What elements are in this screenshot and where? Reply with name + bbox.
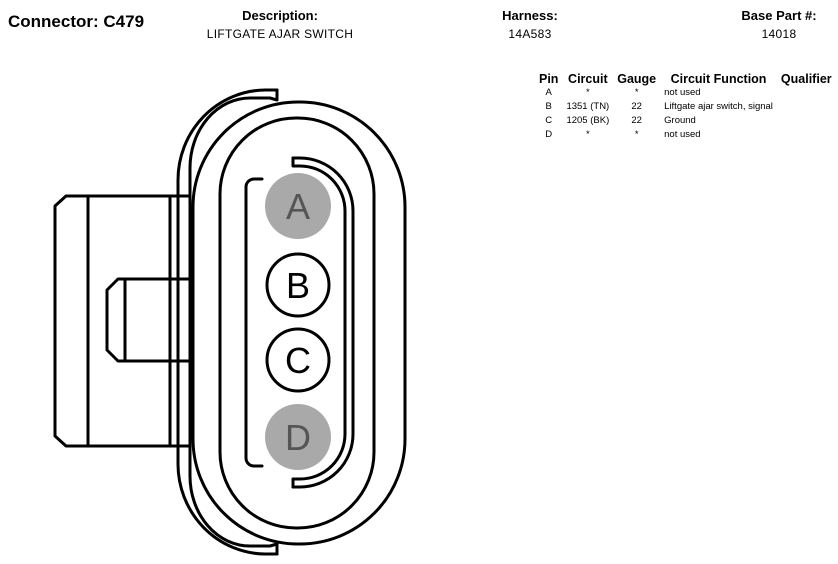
function-cell: not used	[664, 87, 701, 98]
col-circuit: Circuit	[568, 72, 608, 86]
description-value: LIFTGATE AJAR SWITCH	[206, 27, 354, 41]
harness-block: Harness: 14A583	[480, 8, 580, 41]
col-pin: Pin	[539, 72, 559, 86]
pin-c-circle	[265, 327, 331, 393]
circuit-cell: 1205 (BK)	[566, 115, 610, 126]
pin-d-circle	[265, 404, 331, 470]
base-part-label: Base Part #:	[741, 8, 817, 23]
pin-cell: C	[545, 115, 553, 126]
pin-c: C	[265, 327, 331, 393]
description-block: Description: LIFTGATE AJAR SWITCH	[200, 8, 360, 41]
gauge-cell: *	[634, 129, 639, 140]
table-row: D * * not used	[535, 128, 836, 142]
pin-cell: B	[545, 101, 552, 112]
pin-d: D	[265, 404, 331, 470]
connector-lock-tab	[53, 194, 192, 448]
pin-c-label: C	[285, 340, 311, 381]
connector-outer-shell	[176, 88, 407, 556]
function-cell: Ground	[664, 115, 696, 126]
harness-value: 14A583	[508, 27, 552, 41]
circuit-cell: *	[585, 87, 590, 98]
gauge-cell: *	[634, 87, 639, 98]
col-gauge: Gauge	[617, 72, 657, 86]
pin-table: Pin Circuit Gauge Circuit Function Quali…	[535, 72, 836, 142]
col-circuit-function: Circuit Function	[670, 72, 767, 86]
circuit-cell: *	[585, 129, 590, 140]
function-cell: not used	[664, 129, 701, 140]
pin-a-label: A	[286, 186, 310, 227]
table-row: A * * not used	[535, 86, 836, 100]
harness-label: Harness:	[502, 8, 558, 23]
pin-table-header-row: Pin Circuit Gauge Circuit Function Quali…	[535, 72, 836, 86]
pin-a: A	[265, 173, 331, 239]
connector-inner-cavity	[218, 116, 376, 530]
pin-d-label: D	[285, 417, 311, 458]
base-part-block: Base Part #: 14018	[724, 8, 834, 41]
pin-a-circle	[265, 173, 331, 239]
pin-cell: A	[545, 87, 552, 98]
base-part-value: 14018	[761, 27, 797, 41]
circuit-cell: 1351 (TN)	[566, 101, 610, 112]
pin-b: B	[265, 252, 331, 318]
col-qualifier: Qualifier	[780, 72, 832, 86]
gauge-cell: 22	[631, 101, 642, 112]
pin-b-label: B	[286, 265, 310, 306]
table-row: B 1351 (TN) 22 Liftgate ajar switch, sig…	[535, 100, 836, 114]
table-row: C 1205 (BK) 22 Ground	[535, 114, 836, 128]
pin-cell: D	[545, 129, 553, 140]
function-cell: Liftgate ajar switch, signal	[664, 101, 773, 112]
description-label: Description:	[242, 8, 318, 23]
pin-b-circle	[265, 252, 331, 318]
gauge-cell: 22	[631, 115, 642, 126]
connector-title: Connector: C479	[8, 12, 145, 31]
